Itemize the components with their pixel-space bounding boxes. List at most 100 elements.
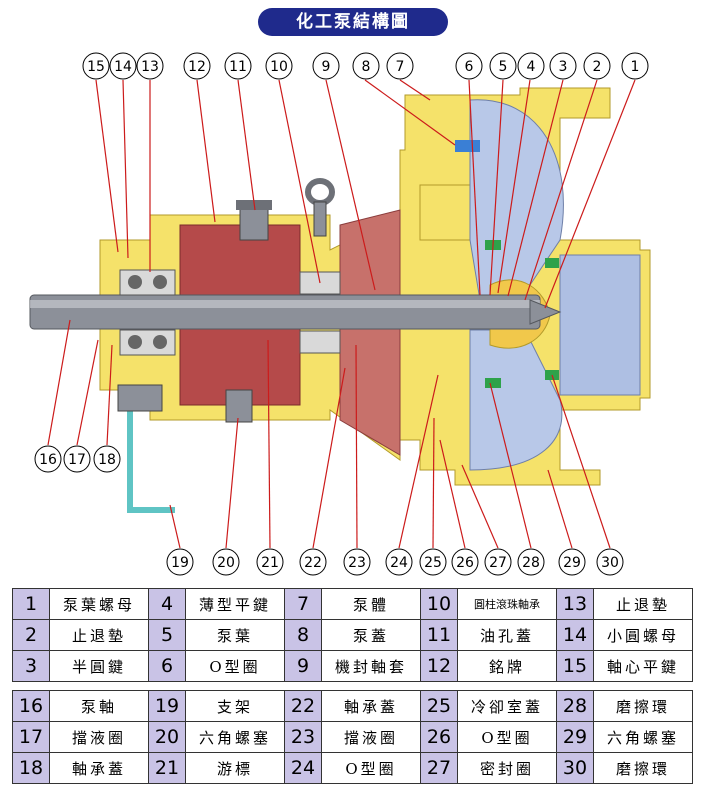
svg-text:11: 11 — [229, 59, 247, 75]
part-number: 7 — [284, 588, 322, 620]
callouts-top: 1 2 3 4 5 6 7 8 9 10 11 12 13 14 15 — [82, 52, 649, 80]
part-number: 10 — [420, 588, 458, 620]
callout-28: 28 — [517, 548, 545, 576]
table-row: 2 止退墊 5 泵葉 8 泵蓋 11 油孔蓋 14 小圓螺母 — [12, 619, 693, 651]
svg-text:3: 3 — [559, 59, 568, 75]
svg-text:14: 14 — [114, 59, 132, 75]
part-name: 冷卻室蓋 — [457, 690, 557, 722]
svg-text:13: 13 — [141, 59, 159, 75]
bearings — [119, 269, 341, 356]
part-number: 8 — [284, 619, 322, 651]
svg-text:17: 17 — [68, 452, 86, 468]
eye-bolt — [305, 178, 335, 237]
callout-16: 16 — [34, 445, 62, 473]
drain-plug — [225, 389, 253, 423]
callout-5: 5 — [489, 52, 517, 80]
table-row: 16 泵軸 19 支架 22 軸承蓋 25 冷卻室蓋 28 磨擦環 — [12, 690, 693, 722]
callout-7: 7 — [386, 52, 414, 80]
part-number: 28 — [556, 690, 594, 722]
part-number: 5 — [148, 619, 186, 651]
table-row: 18 軸承蓋 21 游標 24 O型圈 27 密封圈 30 磨擦環 — [12, 752, 693, 784]
part-name: 泵軸 — [49, 690, 149, 722]
part-name: 支架 — [185, 690, 285, 722]
part-name: 磨擦環 — [593, 690, 693, 722]
part-name: 泵葉螺母 — [49, 588, 149, 620]
pump-cross-section: 1 2 3 4 5 6 7 8 9 10 11 12 13 14 15 16 1… — [29, 52, 651, 576]
part-name: O型圈 — [321, 752, 421, 784]
callout-21: 21 — [256, 548, 284, 576]
table-row: 17 擋液圈 20 六角螺塞 23 擋液圈 26 O型圈 29 六角螺塞 — [12, 721, 693, 753]
part-name: 半圓鍵 — [49, 650, 149, 682]
svg-text:23: 23 — [348, 555, 366, 571]
svg-text:27: 27 — [489, 555, 507, 571]
parts-table-1: 1 泵葉螺母 4 薄型平鍵 7 泵體 10 圓柱滾珠軸承 13 止退墊 2 止退… — [12, 588, 693, 682]
part-number: 16 — [12, 690, 50, 722]
part-number: 6 — [148, 650, 186, 682]
callout-20: 20 — [212, 548, 240, 576]
callout-22: 22 — [299, 548, 327, 576]
svg-text:1: 1 — [631, 59, 640, 75]
callout-25: 25 — [419, 548, 447, 576]
part-name: 油孔蓋 — [457, 619, 557, 651]
callout-2: 2 — [583, 52, 611, 80]
svg-text:9: 9 — [322, 59, 331, 75]
part-name: 泵蓋 — [321, 619, 421, 651]
callout-29: 29 — [558, 548, 586, 576]
callout-13: 13 — [136, 52, 164, 80]
svg-text:16: 16 — [39, 452, 57, 468]
part-number: 23 — [284, 721, 322, 753]
part-number: 1 — [12, 588, 50, 620]
svg-text:7: 7 — [396, 59, 405, 75]
pump-shaft — [29, 294, 562, 330]
callout-11: 11 — [224, 52, 252, 80]
callouts-bottom: 19 20 21 22 23 24 25 26 27 28 29 30 — [166, 548, 624, 576]
part-number: 29 — [556, 721, 594, 753]
part-number: 27 — [420, 752, 458, 784]
svg-text:28: 28 — [522, 555, 540, 571]
part-name: 銘牌 — [457, 650, 557, 682]
callout-30: 30 — [596, 548, 624, 576]
svg-text:22: 22 — [304, 555, 322, 571]
leader-lines — [47, 79, 636, 549]
part-name: 密封圈 — [457, 752, 557, 784]
callout-6: 6 — [455, 52, 483, 80]
diagram-title: 化工泵結構圖 — [258, 8, 448, 36]
support-bracket — [117, 384, 175, 513]
callout-1: 1 — [621, 52, 649, 80]
part-name: 磨擦環 — [593, 752, 693, 784]
callout-27: 27 — [484, 548, 512, 576]
svg-text:21: 21 — [261, 555, 279, 571]
impeller — [469, 99, 641, 471]
part-number: 24 — [284, 752, 322, 784]
part-number: 20 — [148, 721, 186, 753]
part-name: 泵葉 — [185, 619, 285, 651]
svg-text:25: 25 — [424, 555, 442, 571]
part-number: 30 — [556, 752, 594, 784]
part-name: 薄型平鍵 — [185, 588, 285, 620]
svg-text:2: 2 — [593, 59, 602, 75]
svg-text:15: 15 — [87, 59, 105, 75]
svg-text:24: 24 — [390, 555, 408, 571]
callout-9: 9 — [312, 52, 340, 80]
part-name: O型圈 — [457, 721, 557, 753]
part-number: 19 — [148, 690, 186, 722]
part-number: 26 — [420, 721, 458, 753]
part-number: 21 — [148, 752, 186, 784]
part-name: 軸承蓋 — [321, 690, 421, 722]
part-name: 軸承蓋 — [49, 752, 149, 784]
part-number: 15 — [556, 650, 594, 682]
part-number: 3 — [12, 650, 50, 682]
part-number: 9 — [284, 650, 322, 682]
part-name: 擋液圈 — [321, 721, 421, 753]
parts-table-2: 16 泵軸 19 支架 22 軸承蓋 25 冷卻室蓋 28 磨擦環 17 擋液圈… — [12, 690, 693, 784]
callout-10: 10 — [265, 52, 293, 80]
part-name: 軸心平鍵 — [593, 650, 693, 682]
callout-8: 8 — [352, 52, 380, 80]
callout-15: 15 — [82, 52, 110, 80]
table-row: 3 半圓鍵 6 O型圈 9 機封軸套 12 銘牌 15 軸心平鍵 — [12, 650, 693, 682]
table-row: 1 泵葉螺母 4 薄型平鍵 7 泵體 10 圓柱滾珠軸承 13 止退墊 — [12, 588, 693, 620]
svg-text:29: 29 — [563, 555, 581, 571]
part-number: 12 — [420, 650, 458, 682]
svg-text:19: 19 — [171, 555, 189, 571]
callout-19: 19 — [166, 548, 194, 576]
